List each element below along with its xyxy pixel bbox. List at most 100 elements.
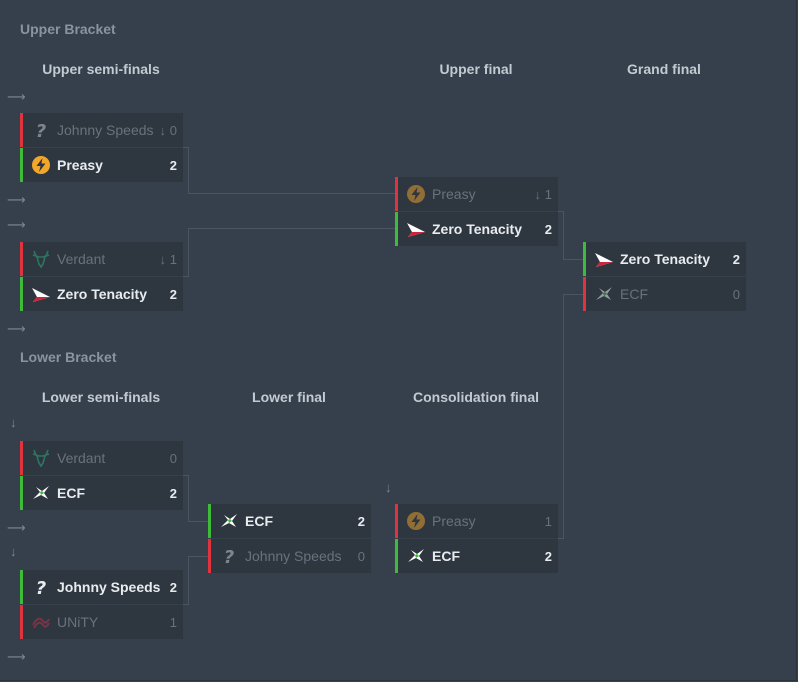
upper-bracket-title: Upper Bracket — [20, 21, 116, 37]
team-name: Preasy — [432, 513, 476, 529]
match-lower-semi-2[interactable]: ? Johnny Speeds 2 UNiTY 1 — [20, 570, 183, 639]
team-score: 1 — [544, 186, 552, 202]
team-slot[interactable]: ECF 0 — [583, 277, 746, 311]
stag-head-icon — [31, 249, 51, 269]
team-name: ECF — [620, 286, 648, 302]
match-lower-semi-1[interactable]: Verdant 0 ECF 2 — [20, 441, 183, 510]
match-upper-semi-1[interactable]: ? Johnny Speeds ↓ 0 Preasy 2 — [20, 113, 183, 182]
bird-logo-icon — [406, 546, 426, 566]
connector-line — [183, 147, 188, 148]
team-score: 2 — [732, 251, 740, 267]
team-score: 2 — [357, 513, 365, 529]
lightning-icon — [406, 184, 426, 204]
zt-arrow-logo-icon — [406, 219, 426, 239]
team-score: 2 — [544, 548, 552, 564]
team-name: Preasy — [57, 157, 103, 173]
connector-line — [183, 276, 188, 277]
round-title-lower-semis: Lower semi-finals — [41, 389, 161, 405]
incoming-arrow: ⟶ — [7, 89, 26, 104]
team-slot[interactable]: Verdant 0 — [20, 441, 183, 475]
svg-text:?: ? — [224, 547, 234, 565]
round-title-lower-final: Lower final — [252, 389, 326, 405]
bird-logo-icon — [219, 511, 239, 531]
team-name: Johnny Speeds — [245, 548, 342, 564]
drop-down-icon: ↓ — [159, 251, 167, 267]
unity-swirl-logo-icon — [31, 612, 51, 632]
zt-arrow-logo-icon — [31, 284, 51, 304]
drop-down-icon: ↓ — [534, 186, 542, 202]
team-slot[interactable]: UNiTY 1 — [20, 605, 183, 639]
question-mark-icon: ? — [219, 546, 239, 566]
question-mark-icon: ? — [31, 120, 51, 140]
drop-down-arrow: ↓ — [385, 480, 392, 495]
team-slot[interactable]: Zero Tenacity 2 — [20, 277, 183, 311]
svg-text:?: ? — [36, 121, 46, 139]
team-score: 2 — [169, 579, 177, 595]
team-score: 2 — [169, 286, 177, 302]
connector-line — [183, 475, 188, 476]
svg-text:?: ? — [36, 578, 46, 596]
team-slot[interactable]: ? Johnny Speeds 2 — [20, 570, 183, 604]
team-name: UNiTY — [57, 614, 99, 630]
outgoing-arrow: ⟶ — [7, 192, 26, 207]
team-name: ECF — [57, 485, 85, 501]
team-slot[interactable]: ECF 2 — [20, 476, 183, 510]
connector-line — [188, 556, 209, 605]
match-grand-final[interactable]: Zero Tenacity 2 ECF 0 — [583, 242, 746, 311]
team-slot[interactable]: ECF 2 — [208, 504, 371, 538]
bird-logo-icon — [31, 483, 51, 503]
zt-arrow-logo-icon — [594, 249, 614, 269]
connector-line — [558, 211, 563, 212]
drop-down-icon: ↓ — [159, 122, 167, 138]
team-slot[interactable]: ? Johnny Speeds 0 — [208, 539, 371, 573]
connector-line — [188, 475, 209, 522]
lightning-icon — [31, 155, 51, 175]
connector-line — [183, 604, 188, 605]
team-score: 0 — [732, 286, 740, 302]
team-slot[interactable]: ECF 2 — [395, 539, 558, 573]
team-slot[interactable]: Zero Tenacity 2 — [583, 242, 746, 276]
team-slot[interactable]: Verdant ↓ 1 — [20, 242, 183, 276]
match-upper-semi-2[interactable]: Verdant ↓ 1 Zero Tenacity 2 — [20, 242, 183, 311]
team-score: 1 — [544, 513, 552, 529]
team-name: ECF — [432, 548, 460, 564]
team-score: 2 — [544, 221, 552, 237]
drop-down-arrow: ↓ — [10, 544, 17, 559]
round-title-grand-final: Grand final — [627, 61, 701, 77]
team-name: Johnny Speeds — [57, 122, 154, 138]
lower-bracket-title: Lower Bracket — [20, 349, 117, 365]
team-score: 2 — [169, 157, 177, 173]
team-slot[interactable]: Preasy ↓ 1 — [395, 177, 558, 211]
team-score: 2 — [169, 485, 177, 501]
connector-line — [188, 228, 396, 277]
round-title-consolation-final: Consolidation final — [413, 389, 539, 405]
team-slot[interactable]: Preasy 2 — [20, 148, 183, 182]
round-title-upper-final: Upper final — [439, 61, 513, 77]
match-consolation-final[interactable]: Preasy 1 ECF 2 — [395, 504, 558, 573]
team-score: 0 — [169, 450, 177, 466]
connector-line — [563, 211, 584, 260]
team-name: Verdant — [57, 450, 106, 466]
team-name: Zero Tenacity — [432, 221, 522, 237]
connector-line — [558, 538, 563, 539]
connector-line — [188, 147, 396, 194]
team-name: Zero Tenacity — [620, 251, 710, 267]
team-name: ECF — [245, 513, 273, 529]
team-slot[interactable]: ? Johnny Speeds ↓ 0 — [20, 113, 183, 147]
match-lower-final[interactable]: ECF 2 ? Johnny Speeds 0 — [208, 504, 371, 573]
team-slot[interactable]: Zero Tenacity 2 — [395, 212, 558, 246]
outgoing-arrow: ⟶ — [7, 520, 26, 535]
stag-head-icon — [31, 448, 51, 468]
incoming-arrow: ⟶ — [7, 217, 26, 232]
team-name: Johnny Speeds — [57, 579, 161, 595]
team-slot[interactable]: Preasy 1 — [395, 504, 558, 538]
round-title-upper-semis: Upper semi-finals — [42, 61, 160, 77]
connector-line — [563, 294, 584, 539]
team-name: Zero Tenacity — [57, 286, 147, 302]
question-mark-icon: ? — [31, 577, 51, 597]
team-score: 1 — [169, 614, 177, 630]
drop-down-arrow: ↓ — [10, 415, 17, 430]
lightning-icon — [406, 511, 426, 531]
match-upper-final[interactable]: Preasy ↓ 1 Zero Tenacity 2 — [395, 177, 558, 246]
